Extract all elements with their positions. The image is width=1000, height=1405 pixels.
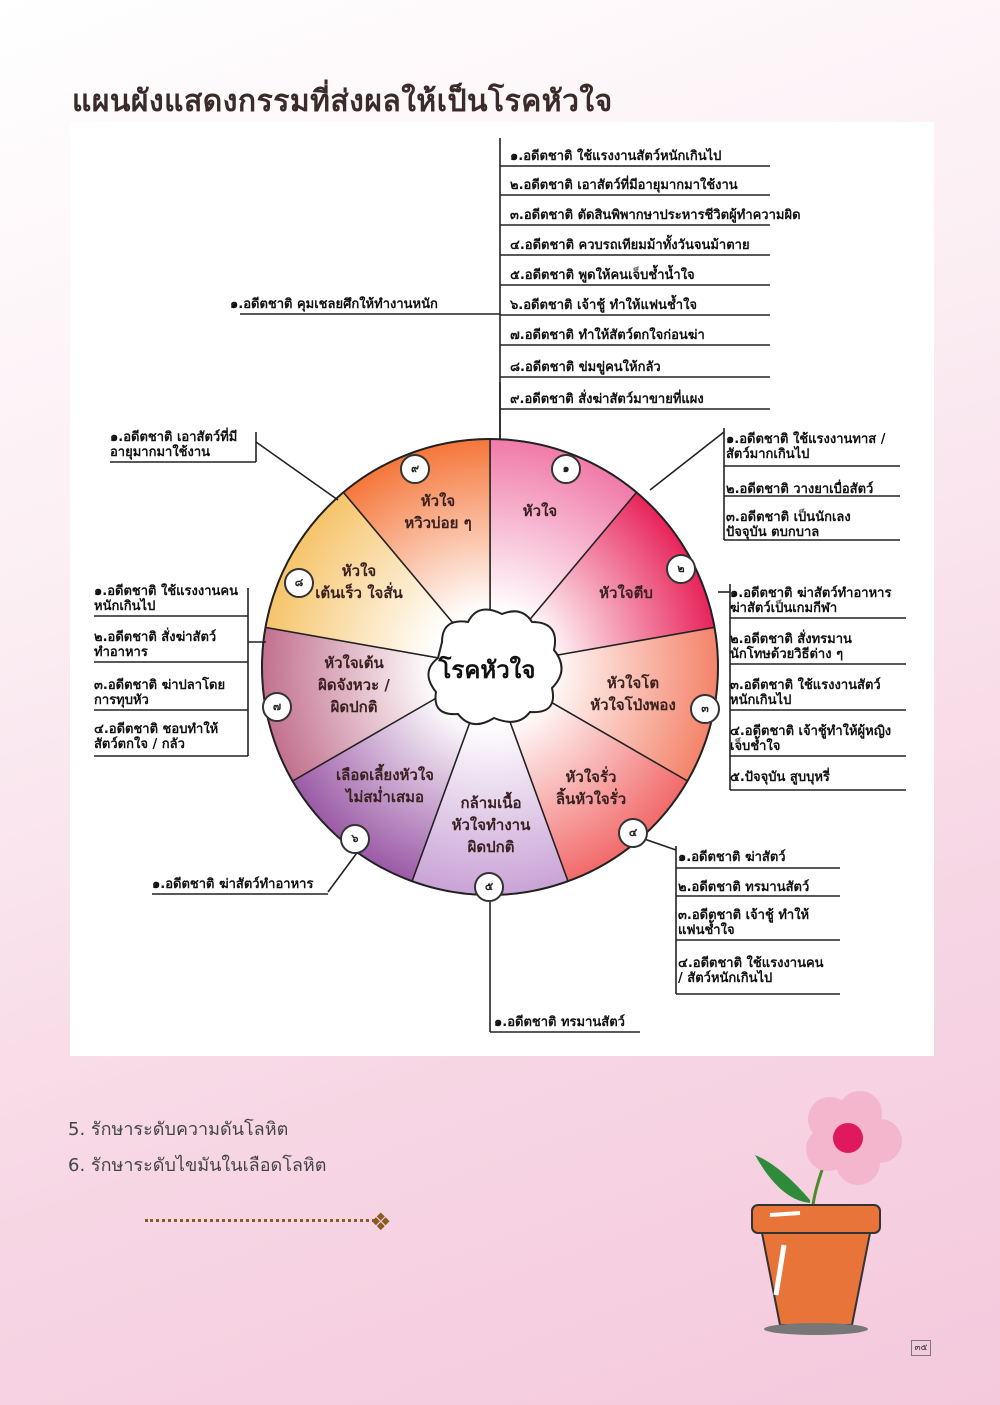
- segment-number-5: ๕: [474, 872, 504, 902]
- right-bottom-item-1: ๑.อดีตชาติ ฆ่าสัตว์: [678, 850, 786, 865]
- segment-label-3: หัวใจโต หัวใจโป่งพอง: [578, 672, 688, 716]
- segment-number-2: ๒: [666, 554, 696, 584]
- right-bottom-item-2: ๒.อดีตชาติ ทรมานสัตว์: [678, 880, 809, 895]
- segment-number-9: ๙: [400, 454, 430, 484]
- flower-pot-illustration: [740, 1085, 920, 1345]
- segment-label-5: กล้ามเนื้อ หัวใจทำงาน ผิดปกติ: [436, 792, 546, 858]
- right-mid-item-4: ๔.อดีตชาติ เจ้าชู้ทำให้ผู้หญิง เจ็บช้ำใจ: [730, 724, 891, 754]
- left-mid-item-4: ๔.อดีตชาติ ชอบทำให้ สัตว์ตกใจ / กลัว: [94, 722, 218, 752]
- segment-label-6: เลือดเลี้ยงหัวใจ ไม่สม่ำเสมอ: [320, 764, 450, 808]
- dotted-divider: [145, 1219, 375, 1222]
- bullet-item-5: 5. รักษาระดับความดันโลหิต: [68, 1114, 288, 1143]
- top-right-item-9: ๙.อดีตชาติ สั่งฆ่าสัตว์มาขายที่แผง: [510, 392, 704, 407]
- page-title: แผนผังแสดงกรรมที่ส่งผลให้เป็นโรคหัวใจ: [72, 78, 613, 125]
- top-right-item-4: ๔.อดีตชาติ ควบรถเทียมม้าทั้งวันจนม้าตาย: [510, 238, 750, 253]
- top-right-item-8: ๘.อดีตชาติ ข่มขู่คนให้กลัว: [510, 360, 661, 375]
- page-number: ๓๕: [911, 1340, 931, 1356]
- segment-number-4: ๔: [618, 818, 648, 848]
- segment-label-2: หัวใจตีบ: [576, 582, 676, 604]
- pot-icon: [752, 1205, 880, 1335]
- right-mid-item-3: ๓.อดีตชาติ ใช้แรงงานสัตว์ หนักเกินไป: [730, 678, 881, 708]
- left-mid-item-3: ๓.อดีตชาติ ฆ่าปลาโดย การทุบหัว: [94, 678, 225, 708]
- mind-map-panel: โรคหัวใจ หัวใจ หัวใจตีบ หัวใจโต หัวใจโป่…: [70, 122, 934, 1056]
- right-top-item-1: ๑.อดีตชาติ ใช้แรงงานทาส / สัตว์มากเกินไป: [726, 432, 885, 462]
- bullet-item-6: 6. รักษาระดับไขมันในเลือดโลหิต: [68, 1150, 326, 1179]
- bottom-item-1: ๑.อดีตชาติ ทรมานสัตว์: [494, 1015, 625, 1030]
- left-top-item-1: ๑.อดีตชาติ เอาสัตว์ที่มี อายุมากมาใช้งาน: [110, 430, 237, 460]
- connector-left-top: [256, 442, 338, 500]
- right-top-item-2: ๒.อดีตชาติ วางยาเบื่อสัตว์: [726, 482, 873, 497]
- top-right-item-7: ๗.อดีตชาติ ทำให้สัตว์ตกใจก่อนฆ่า: [510, 328, 705, 343]
- connector-right-top: [650, 432, 724, 490]
- segment-label-4: หัวใจรั่ว ลิ้นหัวใจรั่ว: [536, 766, 646, 810]
- right-mid-item-5: ๕.ปัจจุบัน สูบบุหรี่: [730, 770, 830, 785]
- segment-number-1: ๑: [551, 454, 581, 484]
- top-right-item-1: ๑.อดีตชาติ ใช้แรงงานสัตว์หนักเกินไป: [510, 149, 721, 164]
- segment-number-6: ๖: [340, 824, 370, 854]
- top-right-item-2: ๒.อดีตชาติ เอาสัตว์ที่มีอายุมากมาใช้งาน: [510, 178, 738, 193]
- right-bottom-item-3: ๓.อดีตชาติ เจ้าชู้ ทำให้ แฟนช้ำใจ: [678, 908, 809, 938]
- center-label: โรคหัวใจ: [427, 650, 547, 689]
- right-mid-item-1: ๑.อดีตชาติ ฆ่าสัตว์ทำอาหาร ฆ่าสัตว์เป็นเ…: [730, 586, 891, 616]
- segment-label-1: หัวใจ: [500, 500, 580, 522]
- right-top-item-3: ๓.อดีตชาติ เป็นนักเลง ปัจจุบัน ตบกบาล: [726, 510, 851, 540]
- right-mid-item-2: ๒.อดีตชาติ สั่งทรมาน นักโทษด้วยวิธีต่าง …: [730, 632, 852, 662]
- ornament-icon: ❖: [370, 1208, 392, 1236]
- segment-number-7: ๗: [262, 692, 292, 722]
- left-bottom-item-1: ๑.อดีตชาติ ฆ่าสัตว์ทำอาหาร: [152, 877, 313, 892]
- top-right-item-6: ๖.อดีตชาติ เจ้าชู้ ทำให้แฟนช้ำใจ: [510, 298, 697, 313]
- segment-number-8: ๘: [284, 568, 314, 598]
- segment-label-7: หัวใจเต้น ผิดจังหวะ / ผิดปกติ: [294, 652, 414, 718]
- top-left-item-1: ๑.อดีตชาติ คุมเชลยศึกให้ทำงานหนัก: [230, 297, 438, 312]
- top-right-item-5: ๕.อดีตชาติ พูดให้คนเจ็บช้ำน้ำใจ: [510, 268, 695, 283]
- segment-number-3: ๓: [690, 694, 720, 724]
- leaf-icon: [755, 1155, 810, 1203]
- top-right-item-3: ๓.อดีตชาติ ตัดสินพิพากษาประหารชีวิตผู้ทำ…: [510, 208, 801, 223]
- left-mid-item-2: ๒.อดีตชาติ สั่งฆ่าสัตว์ ทำอาหาร: [94, 630, 216, 660]
- right-bottom-item-4: ๔.อดีตชาติ ใช้แรงงานคน / สัตว์หนักเกินไป: [678, 956, 824, 986]
- left-mid-item-1: ๑.อดีตชาติ ใช้แรงงานคน หนักเกินไป: [94, 584, 238, 614]
- segment-label-9: หัวใจ หวิวบ่อย ๆ: [388, 490, 488, 534]
